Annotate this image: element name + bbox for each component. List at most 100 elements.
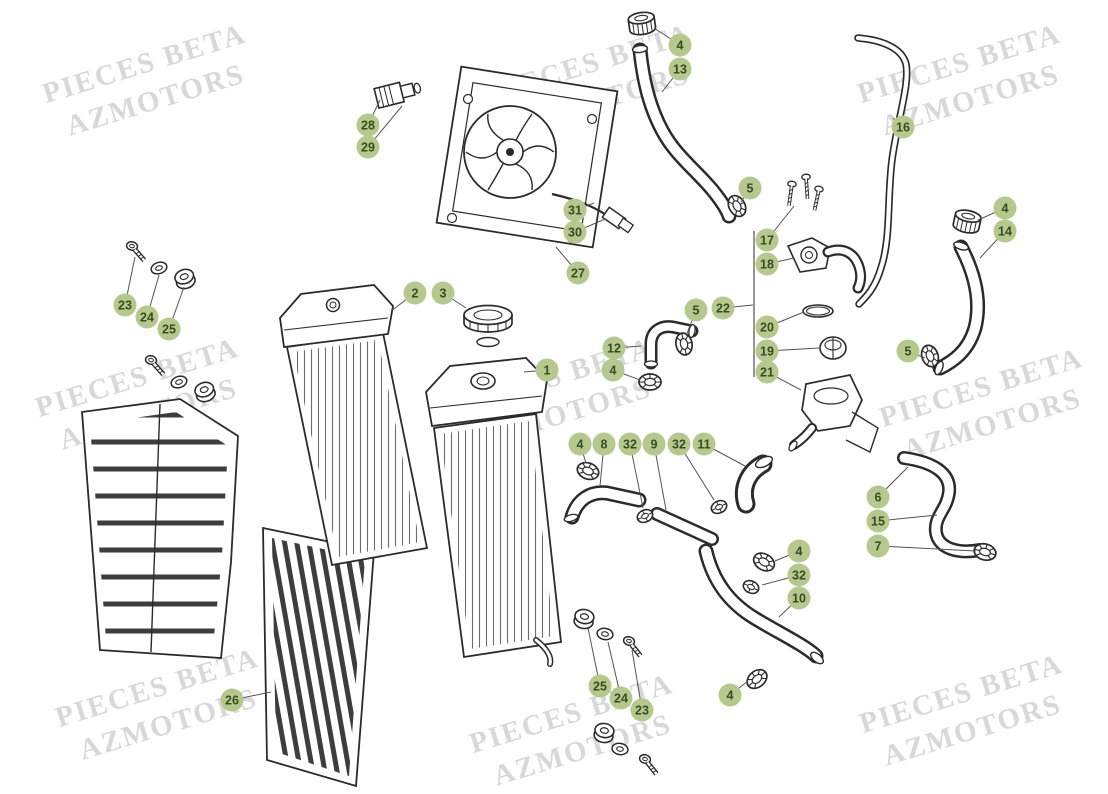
screw [808, 183, 826, 214]
overflow-hose [854, 34, 911, 308]
screw [799, 172, 814, 202]
svg-text:32: 32 [792, 569, 806, 583]
grommet [192, 379, 218, 405]
svg-text:5: 5 [693, 304, 700, 318]
svg-text:1: 1 [544, 364, 551, 378]
svg-text:14: 14 [998, 225, 1012, 239]
hose-clamp [638, 373, 662, 391]
callout-4: 4 [993, 196, 1017, 220]
callout-23: 23 [113, 293, 137, 317]
washer [595, 626, 615, 642]
thermostat-assembly [782, 172, 879, 453]
radiator-guard-right [262, 526, 375, 788]
callout-5: 5 [684, 298, 708, 322]
hose-right [932, 239, 986, 376]
callout-19: 19 [755, 339, 779, 363]
callout-2: 2 [403, 281, 427, 305]
grommet [572, 607, 596, 631]
svg-text:32: 32 [623, 438, 637, 452]
elbow-fitting [643, 320, 699, 370]
hose-clamp [574, 458, 602, 484]
callout-11: 11 [692, 432, 716, 456]
callout-24: 24 [609, 686, 633, 710]
callout-3: 3 [431, 281, 455, 305]
callout-5: 5 [896, 339, 920, 363]
lower-hoses [563, 451, 987, 665]
washer [148, 259, 170, 277]
svg-text:6: 6 [875, 491, 882, 505]
svg-text:5: 5 [905, 345, 912, 359]
hose-upper [631, 42, 737, 224]
svg-text:11: 11 [697, 438, 710, 452]
svg-text:9: 9 [651, 438, 658, 452]
callout-24: 24 [135, 305, 159, 329]
callout-25: 25 [588, 674, 612, 698]
snap-clamp [708, 497, 730, 517]
svg-text:20: 20 [760, 321, 774, 335]
callout-32: 32 [618, 432, 642, 456]
svg-text:27: 27 [571, 267, 585, 281]
callout-21: 21 [755, 360, 779, 384]
callout-15: 15 [866, 509, 890, 533]
callout-30: 30 [563, 220, 587, 244]
svg-text:4: 4 [1002, 202, 1009, 216]
washer [610, 741, 630, 757]
bolt [124, 241, 147, 261]
callout-4: 4 [668, 33, 692, 57]
svg-text:2: 2 [412, 287, 419, 301]
callout-14: 14 [993, 219, 1017, 243]
fan-assembly [435, 65, 635, 249]
fan-wire-connector [551, 192, 635, 234]
svg-text:23: 23 [635, 704, 649, 718]
svg-text:32: 32 [672, 438, 686, 452]
callout-29: 29 [356, 135, 380, 159]
callout-10: 10 [787, 586, 811, 610]
svg-text:31: 31 [568, 204, 582, 218]
svg-text:28: 28 [361, 119, 375, 133]
callout-13: 13 [668, 57, 692, 81]
callout-5: 5 [738, 176, 762, 200]
callout-8: 8 [592, 432, 616, 456]
callout-1: 1 [535, 358, 559, 382]
bolt [637, 754, 661, 774]
ribbed-cap [626, 9, 658, 38]
radiator-left [279, 284, 429, 567]
svg-text:19: 19 [760, 345, 774, 359]
svg-text:15: 15 [871, 515, 885, 529]
fan-sensor [373, 81, 422, 110]
svg-text:25: 25 [162, 323, 176, 337]
ribbed-cap [951, 207, 983, 236]
washer [168, 373, 190, 391]
callout-4: 4 [718, 683, 742, 707]
svg-text:26: 26 [225, 694, 239, 708]
svg-text:4: 4 [577, 438, 584, 452]
callout-17: 17 [755, 228, 779, 252]
svg-text:23: 23 [118, 299, 132, 313]
svg-text:30: 30 [568, 226, 582, 240]
o-ring [802, 304, 834, 318]
svg-text:21: 21 [760, 366, 774, 380]
svg-text:24: 24 [140, 311, 154, 325]
callout-32: 32 [787, 563, 811, 587]
callout-26: 26 [220, 688, 244, 712]
svg-text:4: 4 [796, 545, 803, 559]
svg-text:29: 29 [361, 141, 375, 155]
callout-12: 12 [602, 336, 626, 360]
snap-clamp [740, 577, 762, 597]
svg-text:10: 10 [792, 592, 806, 606]
pressure-cap [463, 304, 513, 348]
callout-27: 27 [566, 261, 590, 285]
grommet [592, 721, 616, 745]
svg-text:17: 17 [760, 234, 774, 248]
screw [782, 178, 799, 209]
svg-text:24: 24 [614, 692, 628, 706]
svg-text:4: 4 [610, 364, 617, 378]
svg-text:25: 25 [593, 680, 607, 694]
svg-text:12: 12 [607, 342, 621, 356]
callout-23: 23 [630, 698, 654, 722]
callout-25: 25 [157, 317, 181, 341]
svg-text:5: 5 [747, 182, 754, 196]
svg-text:4: 4 [677, 39, 684, 53]
callout-28: 28 [356, 113, 380, 137]
callout-16: 16 [891, 115, 915, 139]
